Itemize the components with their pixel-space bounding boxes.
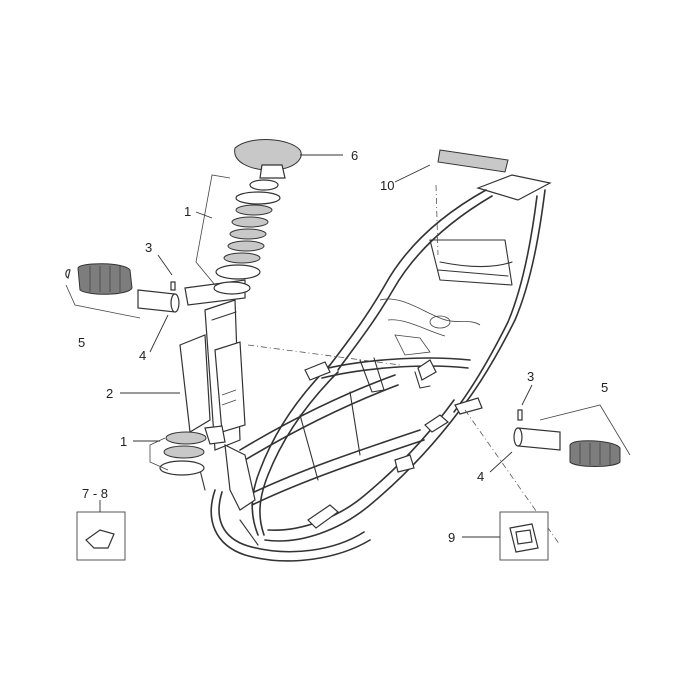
footpeg-rubber-icon bbox=[65, 263, 133, 295]
steering-top-cap bbox=[234, 139, 302, 179]
rear-plate bbox=[476, 174, 552, 201]
part-box-7-8 bbox=[76, 511, 126, 561]
alignment-line bbox=[435, 184, 439, 256]
callout-5-left: 5 bbox=[78, 335, 85, 350]
bracket-1-top bbox=[195, 174, 231, 286]
part-box-9 bbox=[499, 511, 549, 561]
footpeg-pin-left bbox=[137, 281, 180, 313]
callout-2: 2 bbox=[106, 386, 113, 401]
bracket-5-right bbox=[539, 404, 631, 456]
callout-9: 9 bbox=[448, 530, 455, 545]
callout-1-top: 1 bbox=[184, 204, 191, 219]
callout-7-8: 7 - 8 bbox=[82, 486, 108, 501]
clip-part-icon bbox=[85, 529, 115, 549]
callout-4-right: 4 bbox=[477, 469, 484, 484]
bracket-5-left bbox=[65, 284, 141, 319]
lower-bearing-stack-icon bbox=[159, 431, 207, 476]
alignment-line bbox=[464, 409, 561, 546]
rear-rubber-pad-icon bbox=[437, 149, 509, 173]
scooter-frame bbox=[179, 174, 552, 562]
callout-5-right: 5 bbox=[601, 380, 608, 395]
bracket-1-bottom bbox=[149, 437, 169, 471]
callout-4-left: 4 bbox=[139, 348, 146, 363]
footpeg-rubber-right-icon bbox=[569, 440, 621, 467]
leader-3-right bbox=[521, 384, 533, 406]
leader-10 bbox=[394, 164, 431, 183]
leader-4-right bbox=[489, 451, 513, 473]
callout-10: 10 bbox=[380, 178, 394, 193]
footpeg-pin-right bbox=[513, 409, 561, 451]
steering-bearing-stack-icon bbox=[213, 179, 281, 295]
callout-6: 6 bbox=[351, 148, 358, 163]
callout-3-left: 3 bbox=[145, 240, 152, 255]
callout-1-bottom: 1 bbox=[120, 434, 127, 449]
leader-3-left bbox=[157, 254, 173, 276]
leader-4-left bbox=[149, 314, 169, 353]
callout-3-right: 3 bbox=[527, 369, 534, 384]
leader-1-top bbox=[195, 211, 213, 219]
